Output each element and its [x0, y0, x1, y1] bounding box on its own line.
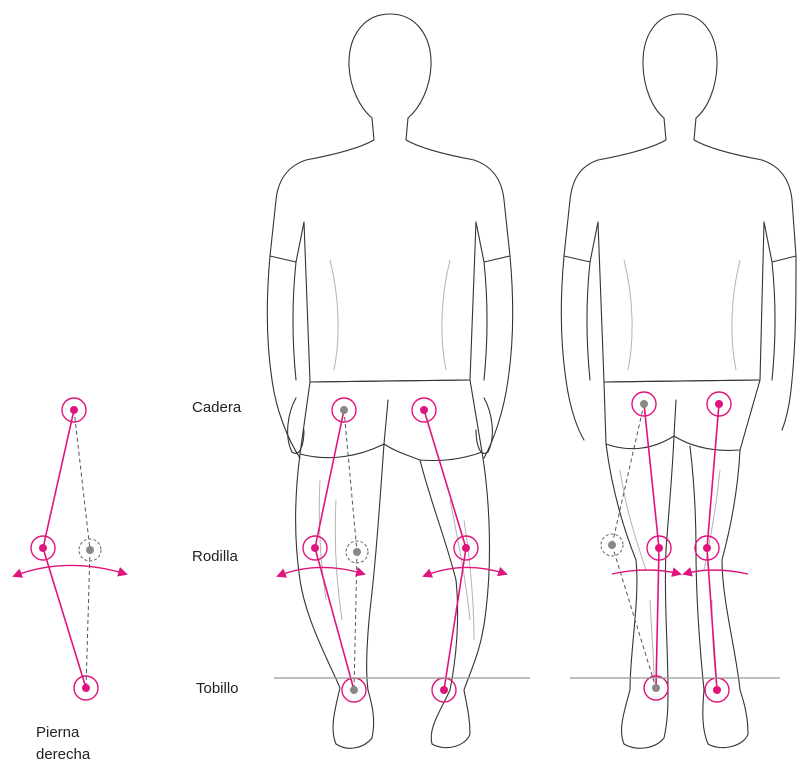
right-leg-schematic: [14, 398, 126, 700]
femur-line: [43, 410, 74, 548]
ankle-label: Tobillo: [196, 680, 239, 697]
right-leg-caption-line1: Pierna: [36, 722, 90, 744]
right-leg-caption: Pierna derecha: [36, 722, 90, 766]
knee-label: Rodilla: [192, 548, 238, 565]
figure-genu-valgum: [561, 14, 796, 748]
reference-line-lower: [86, 550, 90, 688]
tibia-line: [43, 548, 86, 688]
ankle-joint-dot: [82, 684, 90, 692]
hip-label: Cadera: [192, 399, 241, 416]
figure-2-alignment: [570, 392, 780, 702]
hip-joint-dot: [70, 406, 78, 414]
knee-joint-dot: [39, 544, 47, 552]
figure-genu-varum: [267, 14, 513, 748]
right-leg-caption-line2: derecha: [36, 744, 90, 766]
rotation-arrow: [14, 565, 126, 576]
knee-reference-dot: [86, 546, 94, 554]
reference-line-upper: [74, 410, 90, 550]
